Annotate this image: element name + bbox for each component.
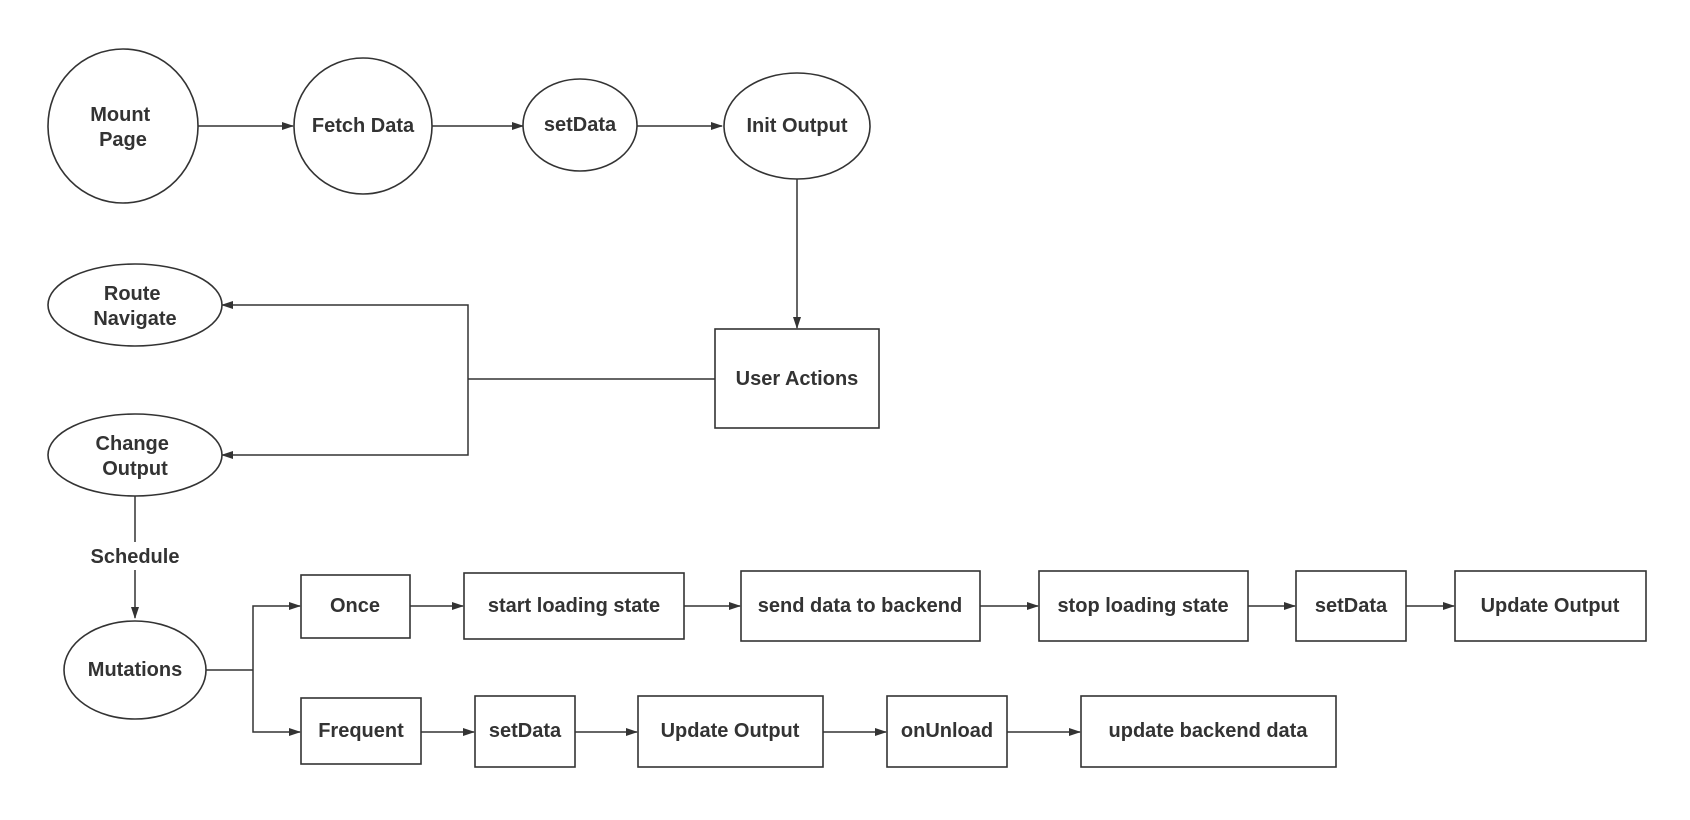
node-send-data-to-backend: send data to backend xyxy=(740,570,981,642)
node-stop-loading-state: stop loading state xyxy=(1038,570,1249,642)
setdata-frequent-label: setData xyxy=(489,720,562,742)
node-init-output: Init Output xyxy=(723,72,871,180)
edge-label-schedule: Schedule xyxy=(82,542,188,570)
once-label: Once xyxy=(330,595,380,617)
route-navigate-line-1: Route xyxy=(104,283,161,305)
node-onunload: onUnload xyxy=(886,695,1008,768)
route-navigate-line-2: Navigate xyxy=(93,308,176,330)
change-output-line-2: Output xyxy=(102,458,168,480)
user-actions-label: User Actions xyxy=(736,368,859,390)
svg-text:Route Navigate: Route Navigate xyxy=(93,283,176,330)
node-update-output-frequent: Update Output xyxy=(637,695,824,768)
mount-page-line-1: Mount xyxy=(90,104,150,126)
update-backend-data-label: update backend data xyxy=(1109,720,1309,742)
change-output-line-1: Change xyxy=(96,433,169,455)
setdata-top-label: setData xyxy=(544,114,617,136)
stop-loading-state-label: stop loading state xyxy=(1057,595,1228,617)
node-mount-page: Mount Page xyxy=(47,48,199,204)
edge-branch-to-change-output xyxy=(221,379,469,459)
setdata-once-label: setData xyxy=(1315,595,1388,617)
node-route-navigate: Route Navigate xyxy=(47,263,223,347)
mutations-label: Mutations xyxy=(88,659,182,681)
edge-mutations-to-once xyxy=(252,602,301,670)
svg-text:Change Output: Change Output xyxy=(96,433,175,480)
node-change-output: Change Output xyxy=(47,413,223,497)
node-frequent: Frequent xyxy=(300,697,422,765)
update-output-once-label: Update Output xyxy=(1481,595,1620,617)
node-setdata-frequent: setData xyxy=(474,695,576,768)
edges xyxy=(131,122,1455,736)
init-output-label: Init Output xyxy=(746,115,847,137)
node-update-backend-data: update backend data xyxy=(1080,695,1337,768)
edge-mutations-to-frequent xyxy=(252,670,301,736)
edge-branch-to-route-navigate xyxy=(221,301,469,379)
onunload-label: onUnload xyxy=(901,720,993,742)
schedule-label: Schedule xyxy=(91,546,180,568)
fetch-data-label: Fetch Data xyxy=(312,115,415,137)
update-output-frequent-label: Update Output xyxy=(661,720,800,742)
node-fetch-data: Fetch Data xyxy=(293,57,433,195)
node-once: Once xyxy=(300,574,411,639)
mount-page-line-2: Page xyxy=(99,129,147,151)
frequent-label: Frequent xyxy=(318,720,404,742)
node-setdata-once: setData xyxy=(1295,570,1407,642)
node-start-loading-state: start loading state xyxy=(463,572,685,640)
svg-text:Mount Page: Mount Page xyxy=(90,104,156,151)
node-mutations: Mutations xyxy=(63,620,207,720)
node-setdata-top: setData xyxy=(522,78,638,172)
node-user-actions: User Actions xyxy=(714,328,880,429)
send-data-to-backend-label: send data to backend xyxy=(758,595,963,617)
start-loading-state-label: start loading state xyxy=(488,595,660,617)
node-update-output-once: Update Output xyxy=(1454,570,1647,642)
nodes: Mount Page Fetch Data setData Init Outpu… xyxy=(47,48,1647,768)
